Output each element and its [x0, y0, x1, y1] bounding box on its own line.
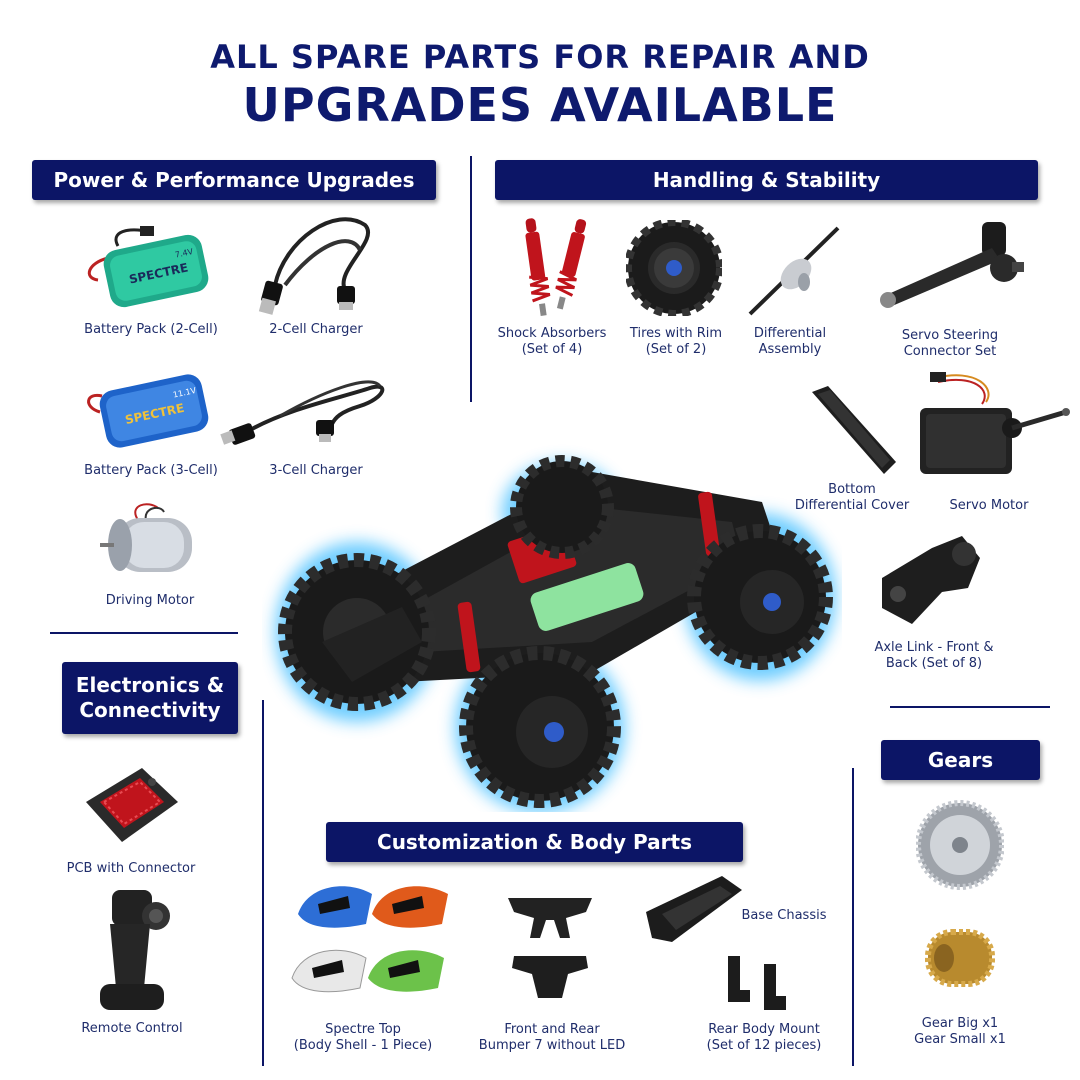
- differential-image: [744, 222, 844, 322]
- battery-3cell-image: SPECTRE 11.1V: [78, 352, 212, 452]
- gear-small-image: [916, 922, 1004, 994]
- battery-2cell-image: SPECTRE 7.4V: [78, 218, 210, 308]
- section-power-header: Power & Performance Upgrades: [32, 160, 436, 200]
- label-shock-absorbers: Shock Absorbers (Set of 4): [497, 326, 607, 357]
- label-spectre-top: Spectre Top (Body Shell - 1 Piece): [293, 1022, 433, 1053]
- divider-left: [50, 632, 238, 634]
- divider-top-center: [470, 156, 472, 402]
- base-chassis-image: [642, 872, 746, 946]
- servo-steering-image: [872, 218, 1032, 318]
- shock-absorbers-image: [512, 216, 592, 320]
- label-bumper: Front and Rear Bumper 7 without LED: [478, 1022, 626, 1053]
- label-diff-cover: Bottom Differential Cover: [794, 482, 910, 513]
- remote-control-image: [92, 888, 182, 1014]
- label-servo-motor: Servo Motor: [949, 498, 1029, 513]
- label-tires: Tires with Rim (Set of 2): [629, 326, 723, 357]
- charger-3cell-image: [220, 368, 390, 448]
- section-gears-header: Gears: [881, 740, 1040, 780]
- section-electronics-header: Electronics & Connectivity: [62, 662, 238, 734]
- label-battery-2cell: Battery Pack (2-Cell): [84, 322, 218, 337]
- body-mount-image: [718, 950, 794, 1016]
- diff-cover-image: [808, 382, 900, 478]
- servo-motor-image: [916, 368, 1076, 484]
- label-differential: Differential Assembly: [753, 326, 827, 357]
- divider-left-bottom: [262, 700, 264, 1066]
- tires-image: [626, 220, 722, 316]
- label-gears: Gear Big x1 Gear Small x1: [914, 1016, 1006, 1047]
- driving-motor-image: [98, 500, 202, 588]
- gear-big-image: [916, 800, 1004, 890]
- label-remote: Remote Control: [81, 1021, 183, 1036]
- label-base-chassis: Base Chassis: [741, 908, 827, 923]
- spectre-top-image: [288, 874, 456, 1010]
- label-servo-steering: Servo Steering Connector Set: [901, 328, 999, 359]
- rc-truck-chassis-image: [262, 412, 842, 812]
- label-charger-2cell: 2-Cell Charger: [269, 322, 363, 337]
- divider-right: [890, 706, 1050, 708]
- axle-link-image: [872, 528, 984, 632]
- label-axle-link: Axle Link - Front & Back (Set of 8): [874, 640, 994, 671]
- label-driving-motor: Driving Motor: [105, 593, 195, 608]
- bumper-image: [500, 888, 600, 1002]
- label-body-mount: Rear Body Mount (Set of 12 pieces): [706, 1022, 822, 1053]
- pcb-image: [82, 762, 182, 852]
- label-pcb: PCB with Connector: [66, 861, 196, 876]
- charger-2cell-image: [255, 210, 385, 320]
- page-title-line1: ALL SPARE PARTS FOR REPAIR AND: [210, 38, 870, 76]
- section-custom-header: Customization & Body Parts: [326, 822, 743, 862]
- section-handling-header: Handling & Stability: [495, 160, 1038, 200]
- label-battery-3cell: Battery Pack (3-Cell): [84, 463, 218, 478]
- page-title-line2: UPGRADES AVAILABLE: [242, 78, 838, 132]
- label-charger-3cell: 3-Cell Charger: [269, 463, 363, 478]
- svg-text:7.4V: 7.4V: [174, 247, 194, 260]
- divider-right-bottom: [852, 768, 854, 1066]
